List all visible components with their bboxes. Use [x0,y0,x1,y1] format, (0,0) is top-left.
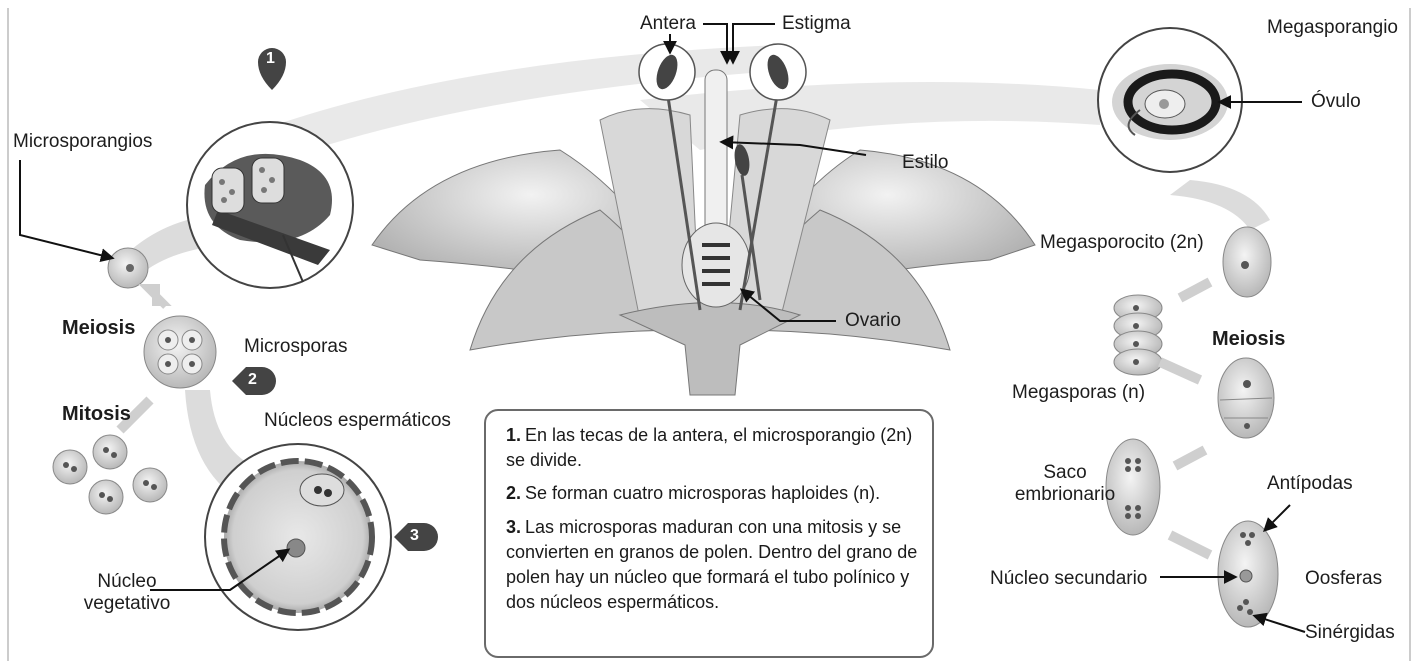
microspore-group [53,435,167,514]
label-estilo: Estilo [902,152,948,174]
arrow-to-meiosis [148,288,166,306]
label-megasporocito: Megasporocito (2n) [1040,232,1204,254]
label-mitosis: Mitosis [62,403,131,426]
microsporangium-cell [108,248,148,288]
arrow-to-mature-sac [1170,535,1210,555]
megasporocyte-cell [1223,227,1271,297]
label-nucleo-secundario: Núcleo secundario [990,568,1147,590]
info-box: 1.En las tecas de la antera, el microspo… [484,409,934,658]
label-meiosis-right: Meiosis [1212,328,1285,351]
step-number-1: 1 [266,50,275,68]
arrow-to-megaspores [1180,282,1210,298]
label-antera: Antera [640,13,696,35]
label-antipodas: Antípodas [1267,473,1353,495]
info-item: 3.Las microsporas maduran con una mitosi… [506,515,918,616]
label-megasporas: Megasporas (n) [1012,382,1145,404]
label-nucleos-espermaticos: Núcleos espermáticos [264,410,451,432]
arrow-to-meiosis-right [1160,362,1200,380]
label-estigma: Estigma [782,13,851,35]
microsporangium-detail [187,122,353,288]
megaspore-stack [1114,295,1162,375]
label-meiosis-left: Meiosis [62,317,135,340]
arrow-to-sac [1175,450,1205,466]
label-megasporangio: Megasporangio [1267,17,1398,39]
label-microsporangios: Microsporangios [13,131,152,153]
step-number-3: 3 [410,527,419,545]
label-oosferas: Oosferas [1305,568,1382,590]
step-number-2: 2 [248,371,257,389]
label-ovulo: Óvulo [1311,91,1361,113]
zoom-band-mega [1170,180,1270,230]
label-sinergidas: Sinérgidas [1305,622,1395,644]
mature-embryo-sac [1218,521,1278,627]
meiosis-cell-right [1218,358,1274,438]
pollen-grain [205,444,391,630]
label-nucleo-vegetativo: Núcleo vegetativo [72,571,182,615]
label-microsporas: Microsporas [244,336,347,358]
info-item: 1.En las tecas de la antera, el microspo… [506,423,918,473]
label-ovario: Ovario [845,310,901,332]
ovule-detail [1098,28,1242,172]
microspore-tetrad [144,316,216,388]
info-item: 2.Se forman cuatro microsporas haploides… [506,481,918,506]
label-saco-embrionario: Saco embrionario [1005,462,1125,506]
